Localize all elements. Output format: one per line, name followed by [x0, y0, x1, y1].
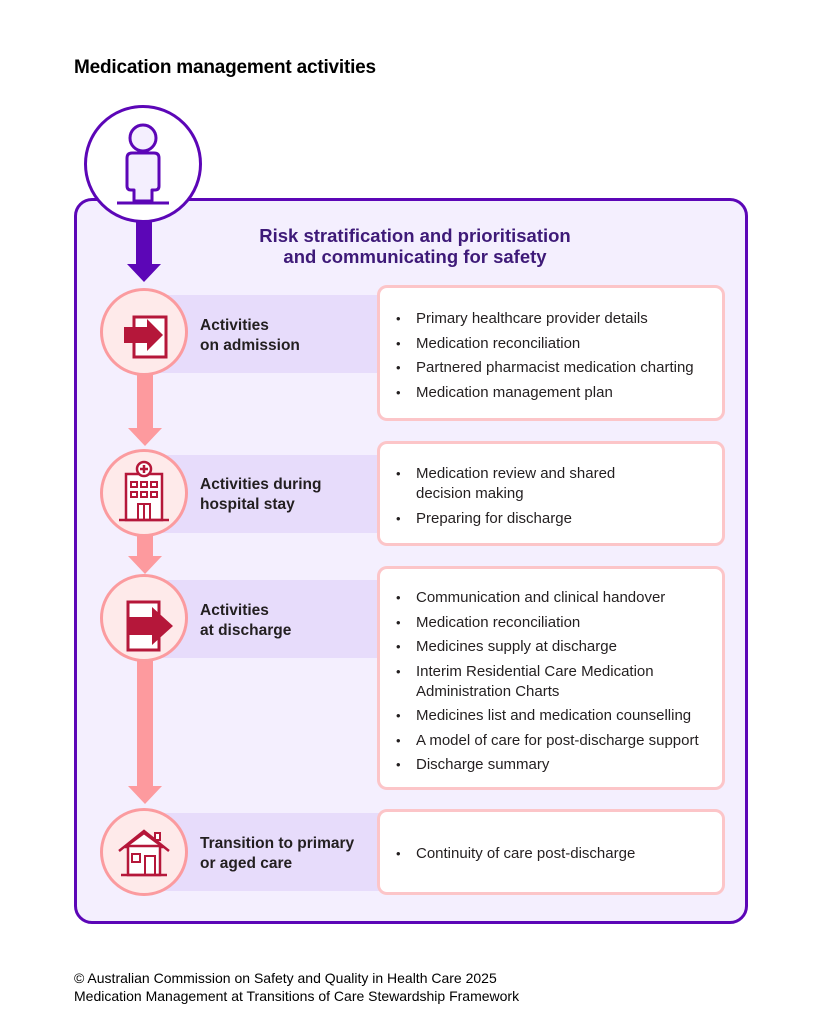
- list-item: Medication review and shared decision ma…: [380, 464, 646, 504]
- door-exit-icon: [126, 600, 173, 652]
- person-icon: [117, 123, 169, 205]
- stage-label-discharge: Activities at discharge: [200, 602, 292, 639]
- stage-box-discharge: Communication and clinical handover Medi…: [377, 566, 725, 790]
- list-item: Partnered pharmacist medication charting: [380, 358, 722, 378]
- list-item: Medication management plan: [380, 383, 722, 403]
- stage-circle-transition: [100, 808, 188, 896]
- list-item: Interim Residential Care Medication Admi…: [380, 662, 676, 702]
- stage-circle-hospital-stay: [100, 449, 188, 537]
- list-item: Medicines list and medication counsellin…: [380, 706, 722, 726]
- list-item: Communication and clinical handover: [380, 588, 722, 608]
- discharge-activity-list: Communication and clinical handover Medi…: [380, 588, 722, 775]
- stage-circle-admission: [100, 288, 188, 376]
- hospital-icon: [119, 460, 169, 522]
- patient-circle: [84, 105, 202, 223]
- stage-box-admission: Primary healthcare provider details Medi…: [377, 285, 725, 421]
- pink-down-arrow: [128, 536, 162, 574]
- stage-label-admission: Activities on admission: [200, 317, 300, 354]
- frame-heading-line2: and communicating for safety: [283, 246, 547, 267]
- list-item: Medication reconciliation: [380, 334, 722, 354]
- house-icon: [118, 829, 170, 877]
- stage-box-hospital-stay: Medication review and shared decision ma…: [377, 441, 725, 546]
- stage-band-discharge: [160, 580, 380, 658]
- stage-band-transition: [160, 813, 380, 891]
- purple-down-arrow: [127, 220, 161, 282]
- door-enter-icon: [124, 315, 168, 359]
- list-item: Medication reconciliation: [380, 613, 722, 633]
- pink-down-arrow: [128, 658, 162, 804]
- page-title: Medication management activities: [74, 57, 376, 78]
- transition-activity-list: Continuity of care post-discharge: [380, 844, 722, 864]
- stage-label-transition: Transition to primary or aged care: [200, 835, 355, 872]
- list-item: Primary healthcare provider details: [380, 309, 722, 329]
- list-item: Medicines supply at discharge: [380, 637, 722, 657]
- admission-activity-list: Primary healthcare provider details Medi…: [380, 309, 722, 403]
- list-item: Preparing for discharge: [380, 509, 722, 529]
- footer: © Australian Commission on Safety and Qu…: [74, 970, 519, 1005]
- stage-band-hospital-stay: [160, 455, 380, 533]
- list-item: Discharge summary: [380, 755, 722, 775]
- stage-band-admission: [160, 295, 380, 373]
- copyright-line: © Australian Commission on Safety and Qu…: [74, 970, 497, 986]
- hospital-stay-activity-list: Medication review and shared decision ma…: [380, 464, 722, 529]
- source-line: Medication Management at Transitions of …: [74, 987, 520, 1004]
- stage-box-transition: Continuity of care post-discharge: [377, 809, 725, 895]
- list-item: Continuity of care post-discharge: [380, 844, 722, 864]
- pink-down-arrow: [128, 372, 162, 446]
- frame-heading-line1: Risk stratification and prioritisation: [259, 225, 571, 246]
- stage-label-hospital-stay: Activities during hospital stay: [200, 476, 322, 513]
- list-item: A model of care for post-discharge suppo…: [380, 731, 722, 751]
- frame-heading: Risk stratification and prioritisation a…: [230, 225, 600, 267]
- stage-circle-discharge: [100, 574, 188, 662]
